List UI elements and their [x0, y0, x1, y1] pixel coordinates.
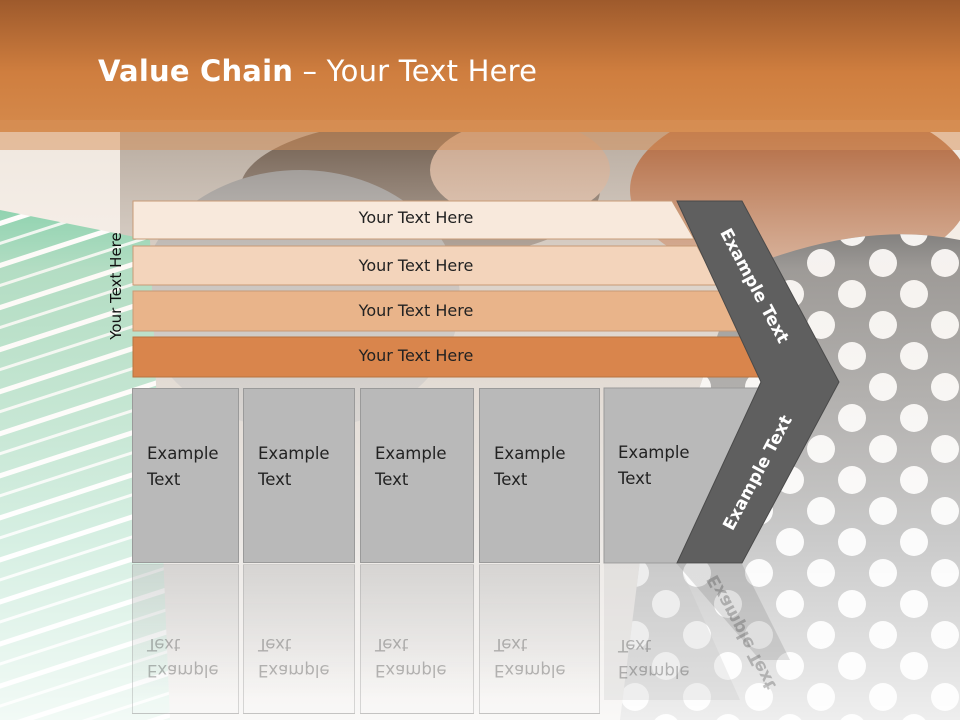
box-line-2: Text [618, 469, 652, 488]
title-bold-text: Value Chain [98, 54, 294, 88]
box-line-1: Example [258, 444, 330, 463]
slide-title: Value Chain – Your Text Here [98, 54, 537, 88]
box-line-2: Text [494, 470, 528, 489]
box-line-1: Example [618, 443, 690, 462]
row-label-1: Your Text Here [358, 208, 474, 227]
row-bar-1 [132, 200, 695, 240]
box-line-2: Text [147, 470, 181, 489]
box-line-1: Example [147, 444, 219, 463]
row-label-2: Your Text Here [358, 256, 474, 275]
box-line-2: Text [258, 470, 292, 489]
box-line-1: Example [494, 444, 566, 463]
activity-box-5-reflection [604, 564, 740, 700]
row-label-3: Your Text Here [358, 301, 474, 320]
chevron-arrow [676, 200, 840, 564]
box-line-1: Example [375, 444, 447, 463]
box-line-2: Text [375, 470, 409, 489]
chevron-reflection [677, 564, 790, 660]
row-label-4: Your Text Here [358, 346, 474, 365]
title-rest-text: – Your Text Here [293, 54, 538, 88]
